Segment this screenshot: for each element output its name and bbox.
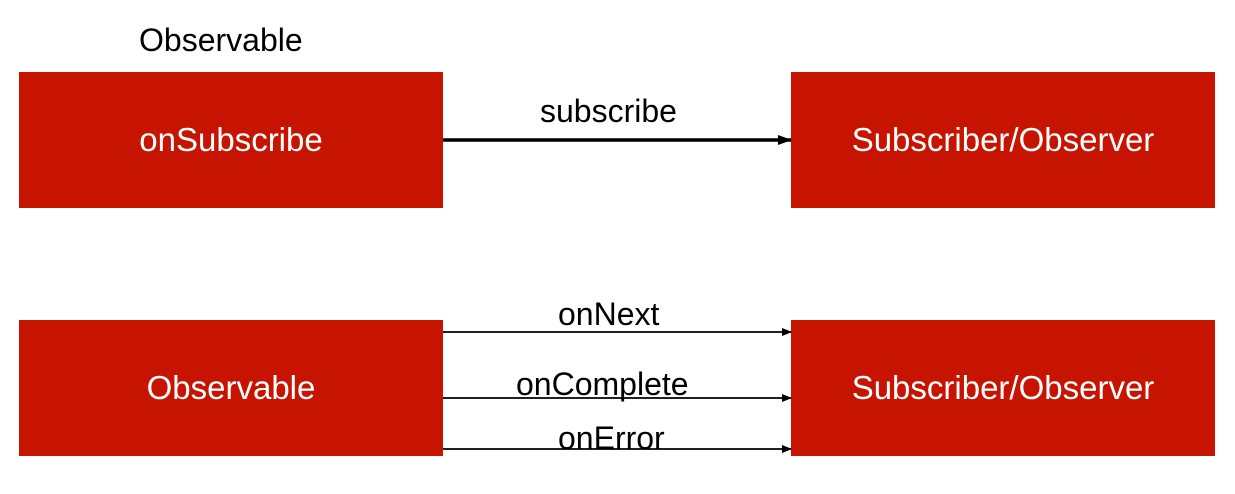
onsubscribe-box: onSubscribe (19, 72, 443, 208)
observable-caption: Observable (139, 22, 303, 58)
subscriber-observer-box-top: Subscriber/Observer (791, 72, 1215, 208)
onsubscribe-box-label: onSubscribe (139, 121, 323, 158)
onnext-arrow-label: onNext (558, 296, 660, 332)
observable-box-label: Observable (146, 369, 316, 406)
subscriber-observer-box-top-label: Subscriber/Observer (851, 121, 1155, 158)
observable-box: Observable (19, 320, 443, 456)
subscribe-arrow-label: subscribe (540, 93, 677, 129)
oncomplete-arrow-label: onComplete (516, 366, 689, 402)
subscriber-observer-box-bottom-label: Subscriber/Observer (851, 369, 1155, 406)
subscriber-observer-box-bottom: Subscriber/Observer (791, 320, 1215, 456)
